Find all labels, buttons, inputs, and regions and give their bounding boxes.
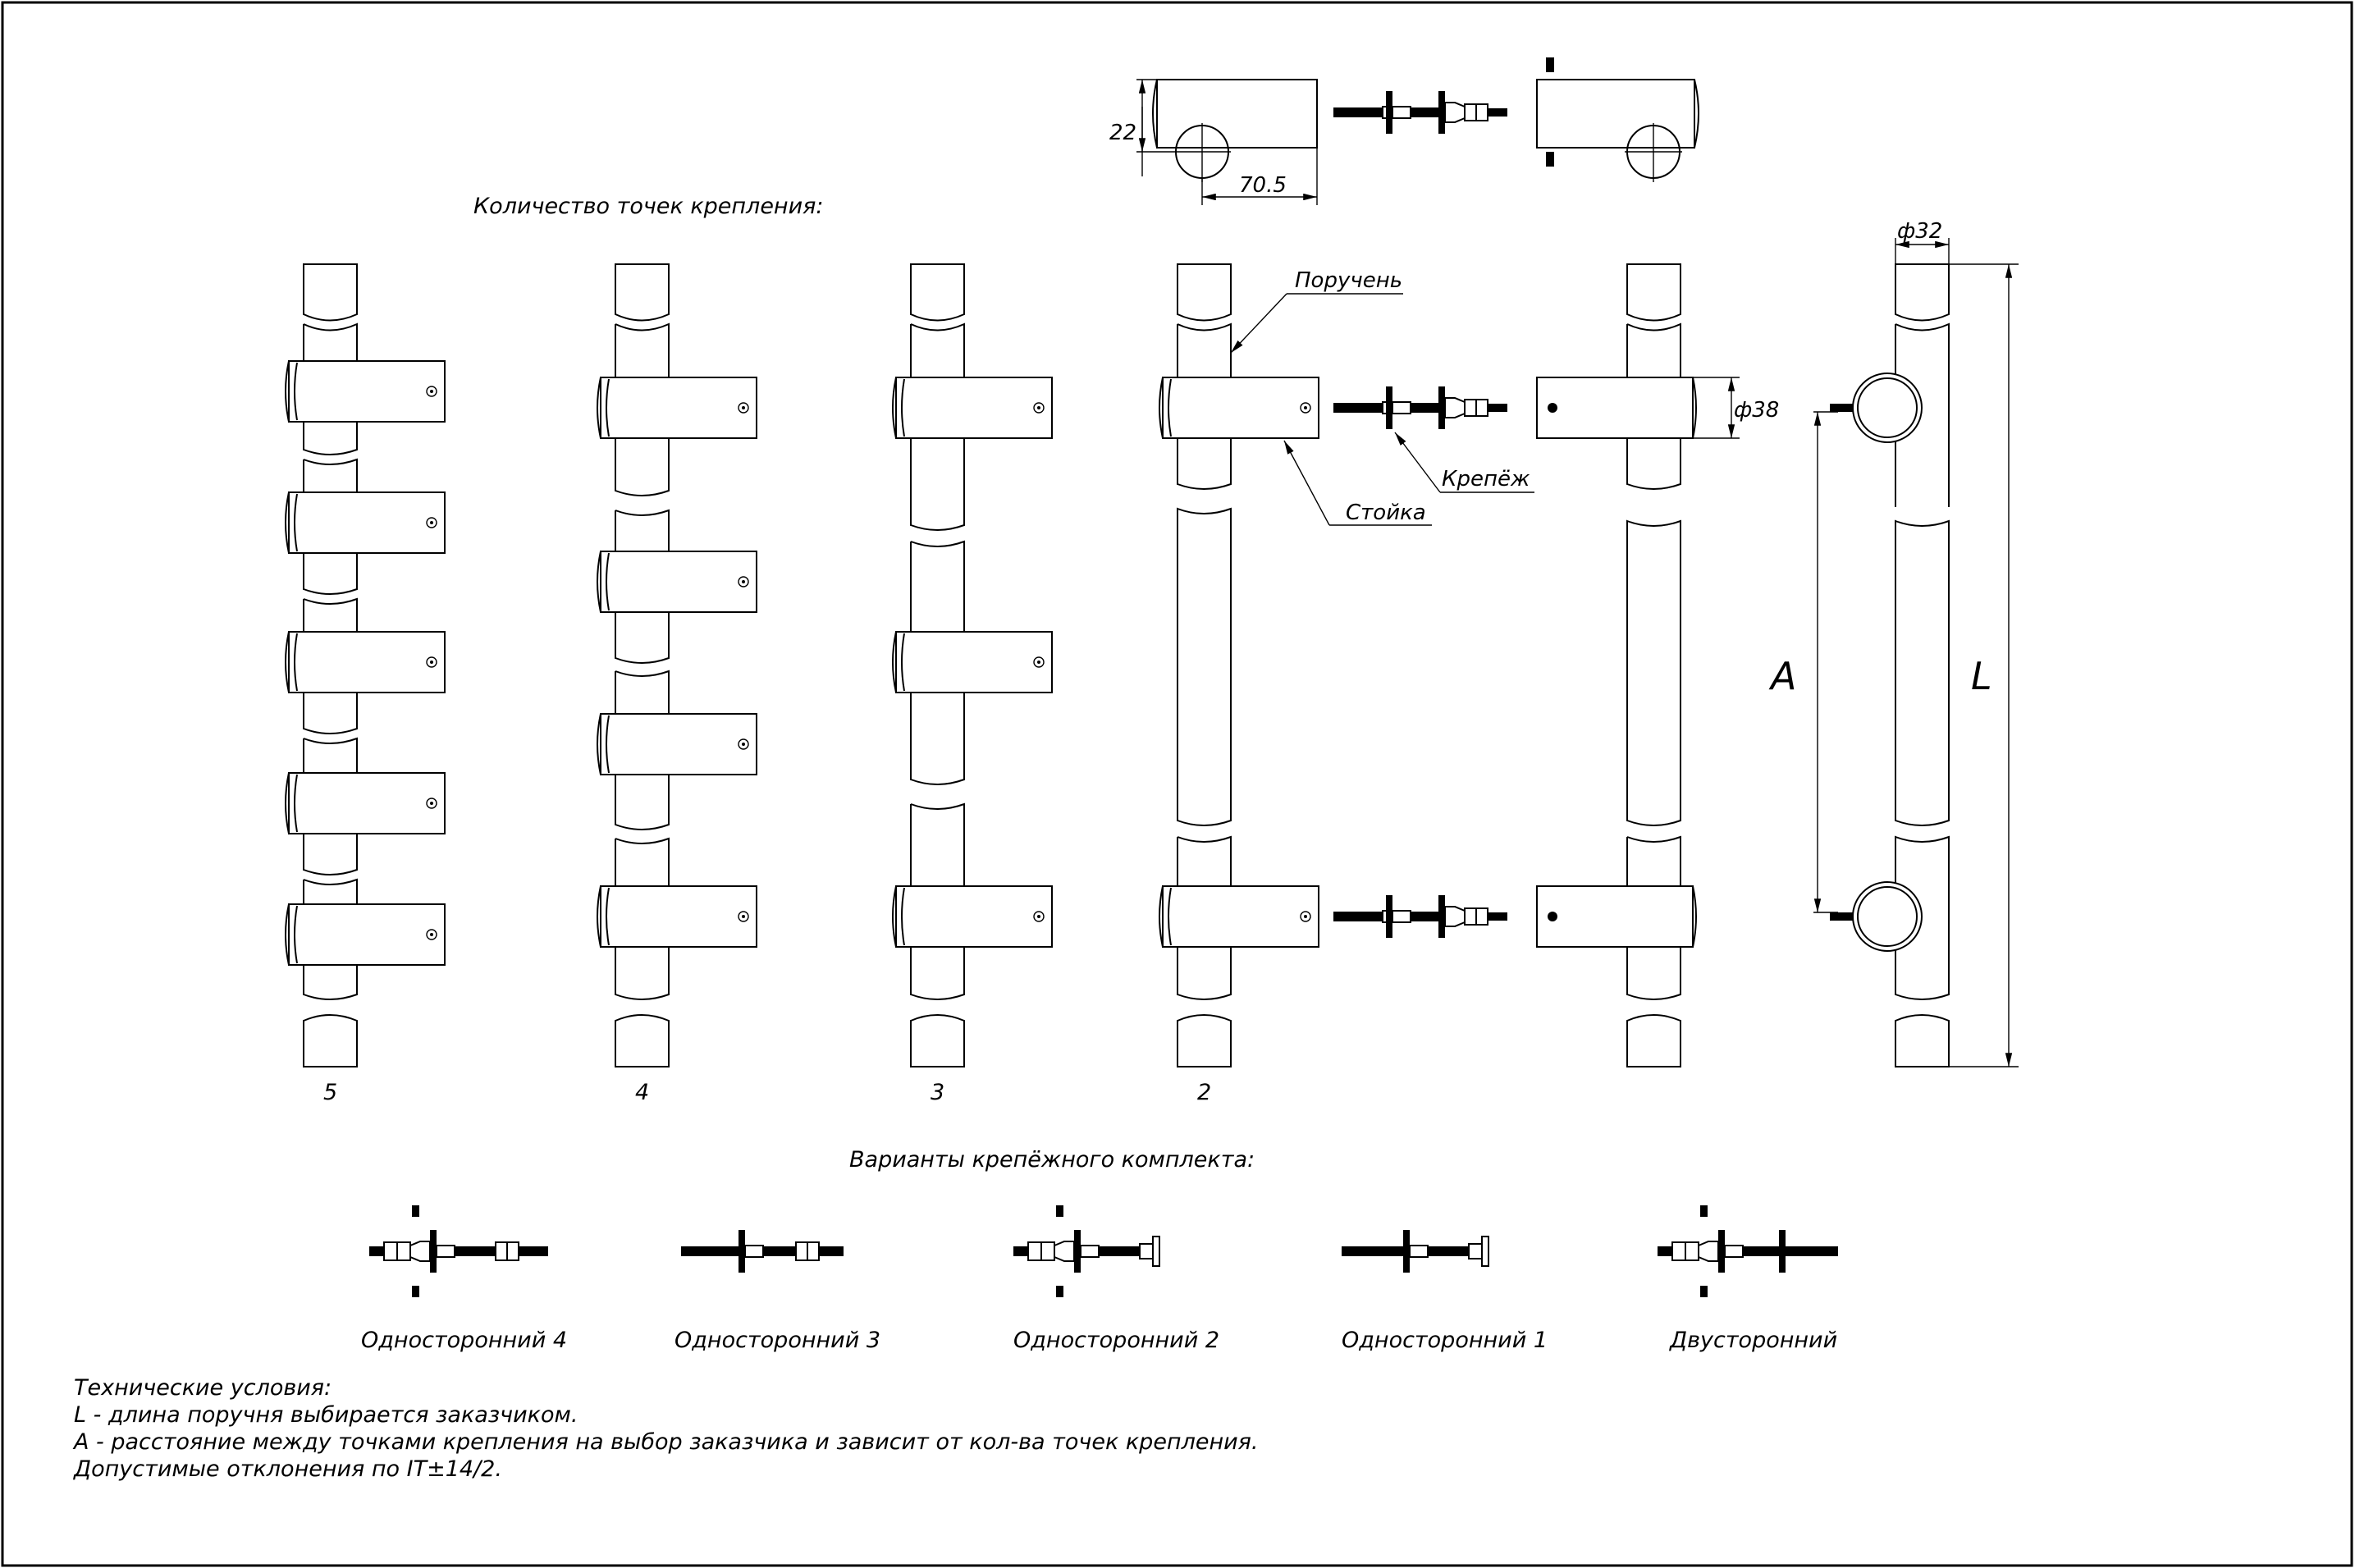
kit-variant-single-3 xyxy=(681,1230,844,1273)
kit-variant-single-2 xyxy=(1013,1205,1160,1297)
dim-22-label: 22 xyxy=(1109,121,1136,145)
technical-notes: Технические условия: L - длина поручня в… xyxy=(72,1375,1258,1482)
kit-variant-single-1 xyxy=(1342,1230,1489,1273)
post-callout xyxy=(1283,440,1432,526)
kit-label-single-3: Односторонний 3 xyxy=(674,1328,880,1353)
rail-variant-3 xyxy=(892,263,1053,1067)
rail-variant-4 xyxy=(597,263,757,1067)
notes-line-1: L - длина поручня выбирается заказчиком. xyxy=(74,1402,578,1428)
dim-38-label: ф38 xyxy=(1734,398,1779,423)
handrail-callout xyxy=(1230,293,1403,354)
notes-line-2: A - расстояние между точками крепления н… xyxy=(72,1429,1258,1455)
rail-variant-2 xyxy=(1159,263,1319,1067)
dim-A-label: A xyxy=(1768,654,1796,698)
dim-32-label: ф32 xyxy=(1897,219,1942,244)
kit-label-single-4: Односторонний 4 xyxy=(361,1328,567,1353)
handrail-label: Поручень xyxy=(1295,268,1402,293)
side-view xyxy=(1813,238,2019,1067)
kit-variant-double xyxy=(1658,1205,1838,1297)
kit-label-double: Двусторонний xyxy=(1669,1328,1837,1353)
kit-variant-single-4 xyxy=(369,1205,548,1297)
count-label-4: 4 xyxy=(635,1080,649,1105)
dim-70-5-label: 70.5 xyxy=(1239,173,1287,198)
dim-L-label: L xyxy=(1971,654,1992,698)
notes-line-3: Допустимые отклонения по IT±14/2. xyxy=(73,1456,502,1482)
kit-label-single-1: Односторонний 1 xyxy=(1342,1328,1548,1353)
attachment-count-heading: Количество точек крепления: xyxy=(473,194,823,219)
notes-title: Технические условия: xyxy=(74,1375,332,1401)
rail-variant-2-assembled xyxy=(1536,263,1740,1067)
post-label: Стойка xyxy=(1346,501,1426,525)
fastener-label: Крепёж xyxy=(1442,467,1530,491)
count-label-3: 3 xyxy=(931,1080,944,1105)
fastener-callout xyxy=(1394,432,1534,493)
kit-variants-heading: Варианты крепёжного комплекта: xyxy=(849,1147,1255,1173)
top-detail-view: 22 70.5 xyxy=(1109,57,1699,205)
kit-label-single-2: Односторонний 2 xyxy=(1013,1328,1219,1353)
rail-variant-5 xyxy=(285,263,446,1067)
count-label-5: 5 xyxy=(323,1080,337,1105)
count-label-2: 2 xyxy=(1197,1080,1211,1105)
